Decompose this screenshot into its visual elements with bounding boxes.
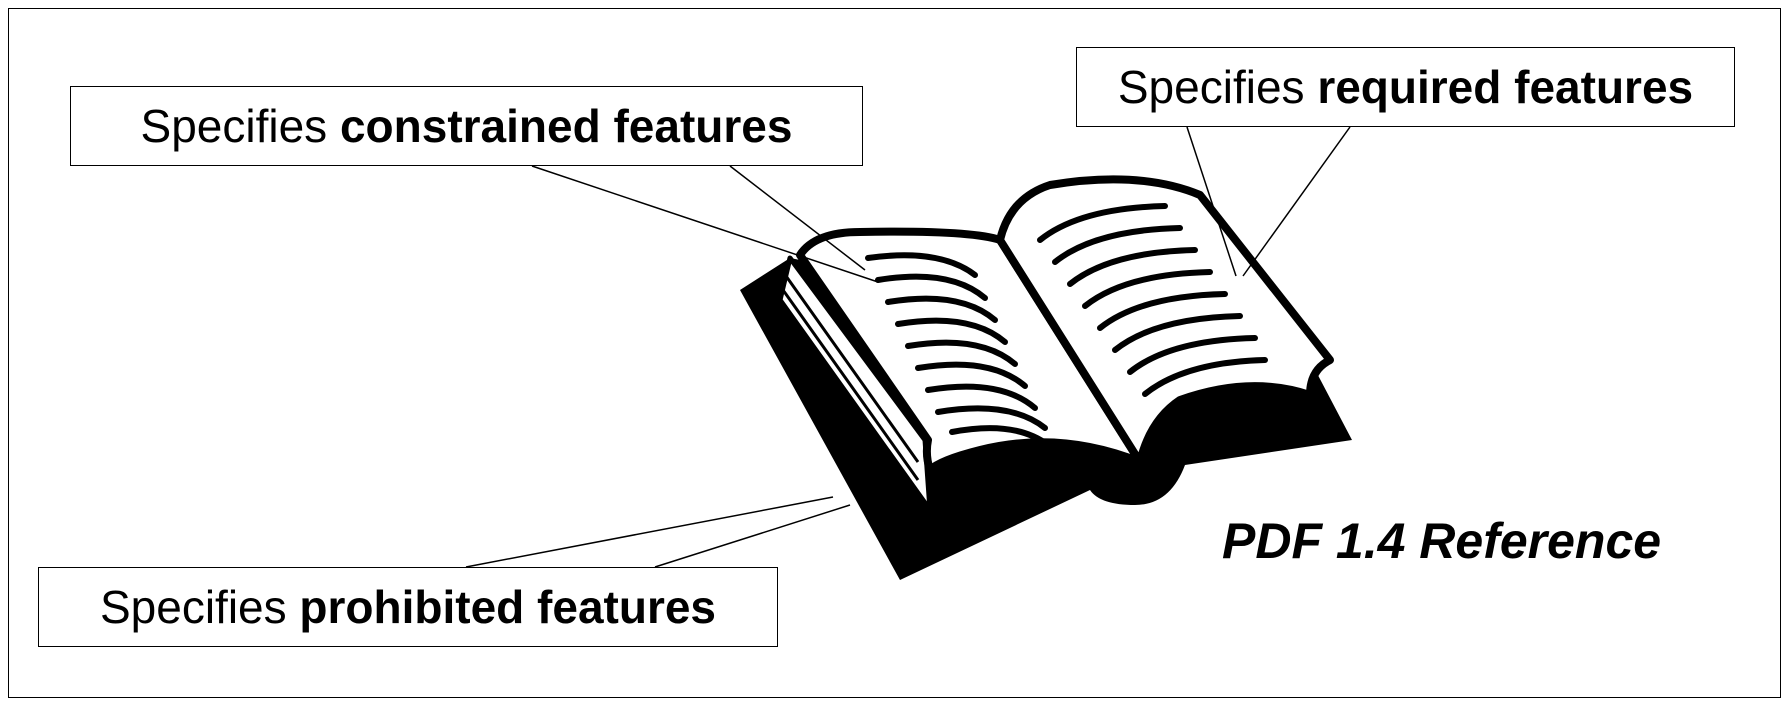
callout-prefix: Specifies xyxy=(140,100,340,152)
prohibited-features-callout: Specifies prohibited features xyxy=(38,567,778,647)
leader-required-1 xyxy=(1186,126,1237,277)
leader-lines xyxy=(465,126,1351,568)
leader-constrained-1 xyxy=(531,165,879,283)
callout-prefix: Specifies xyxy=(99,581,300,633)
book-left-text-lines xyxy=(865,252,1051,448)
book-title: PDF 1.4 Reference xyxy=(1222,513,1662,569)
diagram-frame xyxy=(8,8,1781,698)
callout-prefix: Specifies xyxy=(1117,61,1318,113)
leader-prohibited-1 xyxy=(465,496,834,568)
callout-emphasis: prohibited features xyxy=(299,581,717,633)
constrained-features-callout: Specifies constrained features xyxy=(70,86,863,166)
open-book-icon xyxy=(740,175,1352,580)
leader-constrained-2 xyxy=(729,165,866,271)
callout-emphasis: constrained features xyxy=(339,100,793,152)
required-features-callout: Specifies required features xyxy=(1076,47,1735,127)
book-right-page xyxy=(996,175,1334,466)
book-page-edge-lines xyxy=(778,275,920,499)
book-spine-foot xyxy=(929,392,1343,473)
book-right-text-lines xyxy=(1037,203,1268,397)
leader-prohibited-2 xyxy=(654,504,851,568)
callout-emphasis: required features xyxy=(1317,61,1694,113)
leader-required-2 xyxy=(1242,126,1351,277)
